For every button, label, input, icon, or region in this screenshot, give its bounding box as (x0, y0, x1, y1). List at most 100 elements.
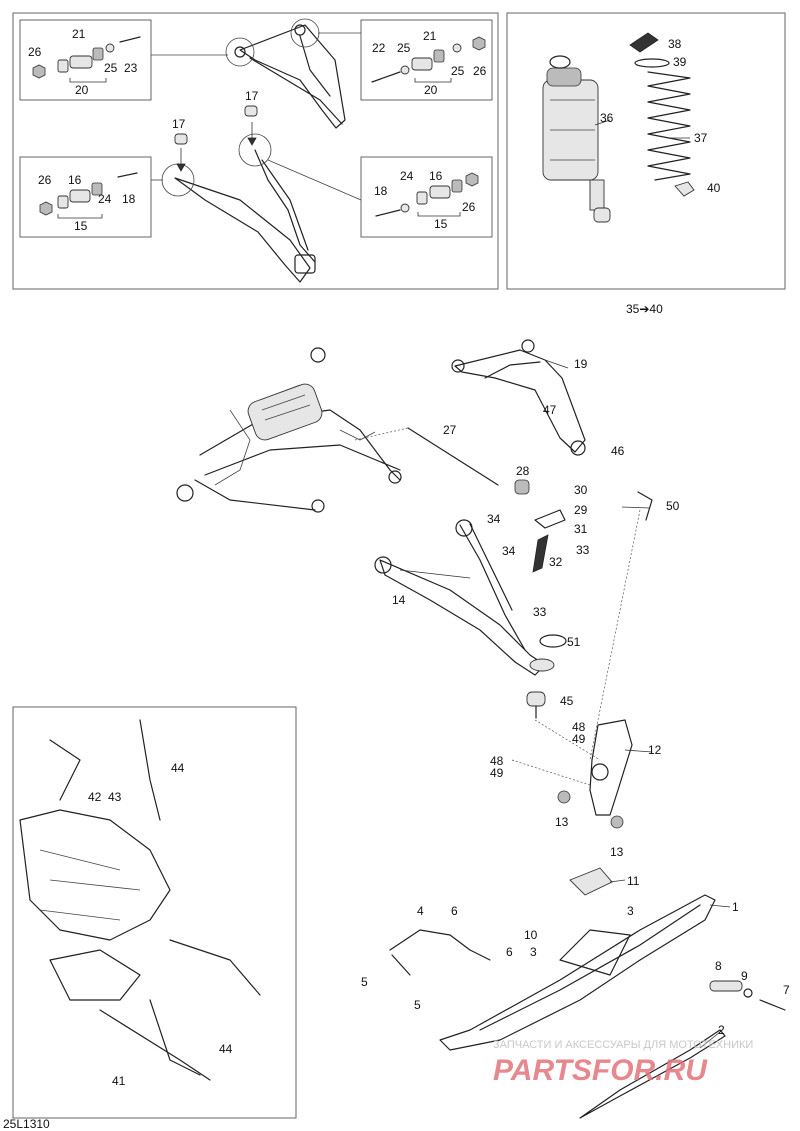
callout-11: 11 (627, 874, 640, 888)
upper-arm-hardware-box-left (19, 19, 152, 101)
callout-21: 21 (423, 29, 437, 43)
callout-50: 50 (666, 499, 680, 513)
callout-20: 20 (424, 83, 438, 97)
callout-47: 47 (543, 403, 557, 417)
callout-5: 5 (361, 975, 368, 989)
callout-3: 3 (530, 945, 537, 959)
callout-48: 48 (572, 720, 586, 734)
upper-left-hardware (32, 36, 141, 79)
callout-23: 23 (124, 61, 138, 75)
watermark-line1: ЗАПЧАСТИ И АКСЕССУАРЫ ДЛЯ МОТОТЕХНИКИ (493, 1039, 753, 1051)
lower-right-hardware (375, 172, 479, 217)
callout-16: 16 (68, 173, 82, 187)
callout-8: 8 (715, 959, 722, 973)
callout-5: 5 (414, 998, 421, 1012)
cable-rod (354, 427, 499, 486)
callout-15: 15 (74, 219, 88, 233)
a-arm-hardware-panel (12, 12, 499, 290)
lower-arm-hardware-box-left (19, 156, 152, 238)
callout-25: 25 (451, 64, 465, 78)
callout-14: 14 (392, 593, 406, 607)
callout-33: 33 (533, 605, 547, 619)
callout-13: 13 (555, 815, 569, 829)
callout-26: 26 (462, 200, 476, 214)
frame-detail-panel (12, 706, 297, 1119)
callout-30: 30 (574, 483, 588, 497)
callout-45: 45 (560, 694, 574, 708)
upper-a-arm-detail (225, 18, 346, 129)
callout-42: 42 (88, 790, 102, 804)
callout-31: 31 (574, 522, 588, 536)
callout-28: 28 (516, 464, 530, 478)
kit-label: 35➔40 (626, 302, 663, 316)
callout-17: 17 (172, 117, 186, 131)
callout-19: 19 (574, 357, 588, 371)
callout-4: 4 (417, 904, 424, 918)
callout-27: 27 (443, 423, 457, 437)
callout-labels: 26 21 25 23 20 22 25 21 25 26 20 17 17 2… (28, 27, 790, 1088)
frame-structure (19, 719, 261, 1081)
callout-15: 15 (434, 217, 448, 231)
upper-right-hardware (371, 36, 486, 83)
callout-26: 26 (28, 45, 42, 59)
lower-a-arm (374, 519, 555, 676)
spring-bumper (674, 181, 695, 197)
callout-6: 6 (451, 904, 458, 918)
ball-joints (526, 491, 653, 719)
callout-48: 48 (490, 754, 504, 768)
callout-37: 37 (694, 131, 708, 145)
callout-36: 36 (600, 111, 614, 125)
lower-left-hardware (39, 172, 138, 216)
callout-12: 12 (648, 743, 662, 757)
callout-2: 2 (718, 1023, 725, 1037)
callout-29: 29 (574, 503, 588, 517)
lower-a-arm-detail (161, 133, 316, 283)
callout-44: 44 (219, 1042, 233, 1056)
callout-39: 39 (673, 55, 687, 69)
callout-18: 18 (122, 192, 136, 206)
callout-51: 51 (567, 635, 581, 649)
leader-lines (399, 119, 731, 1049)
suspension-assembly (176, 347, 402, 513)
callout-24: 24 (98, 192, 112, 206)
callout-18: 18 (374, 184, 388, 198)
callout-32: 32 (549, 555, 563, 569)
steering-knuckle (557, 719, 633, 829)
shock-absorber (542, 55, 611, 223)
callout-34: 34 (502, 544, 516, 558)
callout-26: 26 (473, 64, 487, 78)
callout-26: 26 (38, 173, 52, 187)
knuckle-dashed-links (511, 509, 641, 786)
callout-16: 16 (429, 169, 443, 183)
watermark-logo: PARTSFOR.RU (493, 1054, 708, 1087)
callout-44: 44 (171, 761, 185, 775)
callout-49: 49 (572, 732, 586, 746)
diagram-code: 25L1310 (3, 1117, 50, 1131)
lower-arm-hardware-box-right (360, 156, 493, 238)
callout-41: 41 (112, 1074, 126, 1088)
callout-6: 6 (506, 945, 513, 959)
callout-46: 46 (611, 444, 625, 458)
callout-34: 34 (487, 512, 501, 526)
callout-1: 1 (732, 900, 739, 914)
callout-24: 24 (400, 169, 414, 183)
callout-10: 10 (524, 928, 538, 942)
callout-49: 49 (490, 766, 504, 780)
callout-22: 22 (372, 41, 386, 55)
bushing-arrows (174, 105, 258, 172)
callout-33: 33 (576, 543, 590, 557)
panel-connector-lines (57, 32, 461, 219)
spring-clip (634, 58, 670, 68)
shock-absorber-panel (506, 12, 786, 290)
callout-13: 13 (610, 845, 624, 859)
watermark: ЗАПЧАСТИ И АКСЕССУАРЫ ДЛЯ МОТОТЕХНИКИ PA… (493, 1039, 753, 1087)
ski (389, 867, 786, 1119)
shock-spring (647, 71, 691, 181)
callout-17: 17 (245, 89, 259, 103)
upper-arm-hardware-box-right (360, 19, 493, 101)
callout-3: 3 (627, 904, 634, 918)
upper-a-arm (451, 339, 586, 456)
callout-21: 21 (72, 27, 86, 41)
spring-stopper (629, 32, 659, 53)
